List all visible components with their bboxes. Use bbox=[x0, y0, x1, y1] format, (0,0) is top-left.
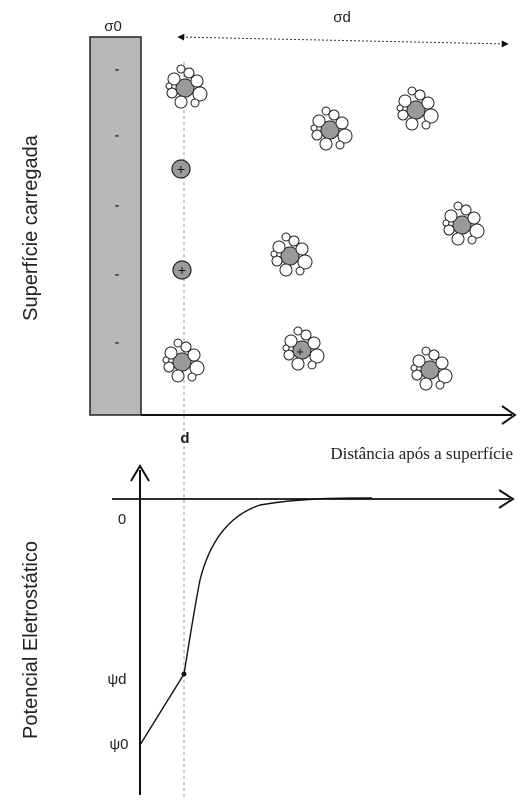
solvated-molecule bbox=[310, 106, 353, 151]
surface-charge: - bbox=[115, 266, 120, 283]
surface-charge: - bbox=[115, 127, 120, 144]
bottom-x-axis-arrowhead bbox=[498, 489, 515, 509]
sigma-d-arrow bbox=[177, 33, 509, 48]
sigma-d-label: σd bbox=[333, 9, 351, 26]
charged-surface bbox=[89, 36, 142, 416]
ion-sign: + bbox=[296, 344, 304, 359]
solvated-molecule bbox=[165, 64, 208, 109]
solvated-molecule bbox=[396, 86, 439, 131]
psi-d-point bbox=[181, 671, 187, 677]
potential-curve bbox=[139, 497, 373, 746]
adsorbed-ion: + bbox=[171, 159, 191, 179]
solvated-molecule bbox=[442, 201, 485, 246]
surface-charges: - - - - - bbox=[115, 61, 120, 351]
top-y-axis-label: Superfície carregada bbox=[20, 134, 42, 321]
d-label: d bbox=[180, 430, 189, 447]
surface-charge: - bbox=[115, 197, 120, 214]
psi-d-label: ψd bbox=[107, 671, 126, 688]
surface-charge: - bbox=[115, 61, 120, 78]
plus-ion-on-molecule: + bbox=[296, 344, 304, 359]
ion-sign: + bbox=[178, 262, 186, 278]
zero-label: 0 bbox=[118, 511, 126, 528]
top-x-axis-arrowhead bbox=[501, 405, 517, 425]
solvated-molecule bbox=[270, 232, 313, 277]
bottom-y-axis-label: Potencial Eletrostático bbox=[20, 541, 42, 739]
top-x-axis-label: Distância após a superfície bbox=[330, 444, 513, 463]
sigma-0-label: σ0 bbox=[104, 18, 122, 35]
solvated-molecule bbox=[162, 338, 205, 383]
adsorbed-ion: + bbox=[172, 260, 192, 280]
ion-sign: + bbox=[177, 161, 185, 177]
bottom-y-axis-arrowhead bbox=[130, 464, 150, 482]
psi-0-label: ψ0 bbox=[109, 736, 128, 753]
solvated-molecule bbox=[410, 346, 453, 391]
surface-charge: - bbox=[115, 334, 120, 351]
